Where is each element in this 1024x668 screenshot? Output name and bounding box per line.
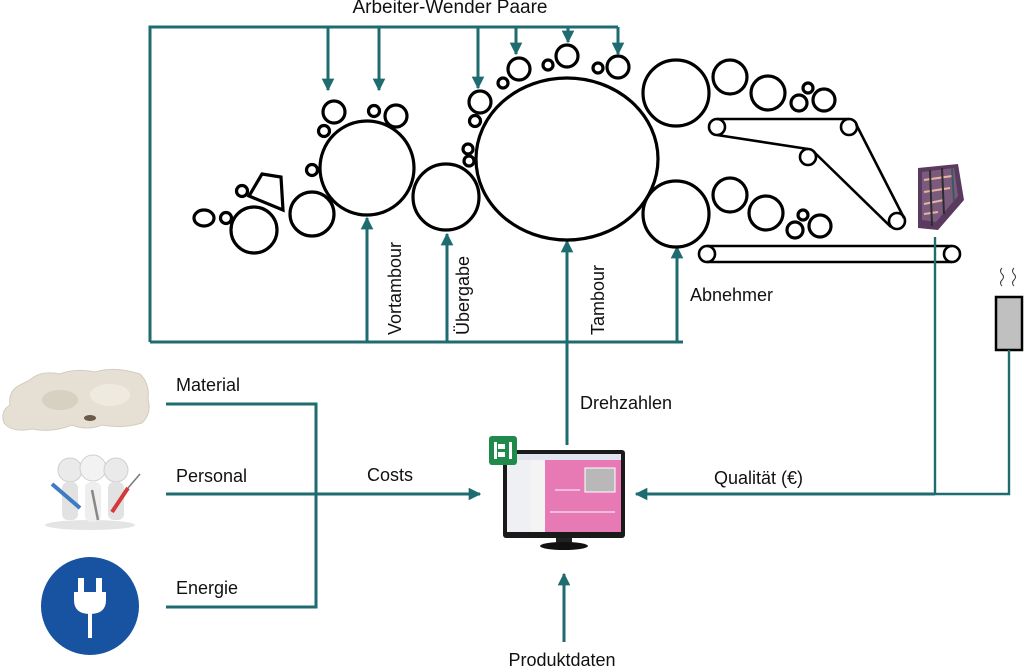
upper-tiny-roll [801,81,815,95]
speed-control-lines [150,216,684,445]
software-logo-icon [489,436,517,465]
lower-tiny-roll [796,208,810,222]
stripper-roll [541,58,555,72]
power-plug-icon [41,557,139,655]
pre-licker-roll [288,190,336,238]
feed-roll-tiny [218,210,234,226]
stripper-roll [461,142,475,156]
lower-small-roll [785,220,805,240]
abnehmer-doffer-roll [641,179,711,249]
label-personal: Personal [176,466,247,486]
stripper-roll [304,162,320,178]
costs-input-lines [166,402,482,609]
stripper-roll [591,61,605,75]
worker-roll [467,89,493,115]
label-energie: Energie [176,578,238,598]
upper-small-roll [811,87,837,113]
label-tambour: Tambour [588,265,608,335]
tambour-main-cylinder [474,76,660,242]
upper-condenser-roll [749,74,787,112]
stripper-roll [496,76,510,90]
worker-roll [321,99,347,125]
label-abnehmer: Abnehmer [690,285,773,305]
diagram-title: Arbeiter-Wender Paare [352,0,547,18]
quality-feedback-lines [634,237,1011,501]
worker-roll [605,54,631,80]
licker-in-roll [229,205,279,255]
stripper-roll [462,154,476,168]
cotton-fiber-icon [2,368,150,431]
stripper-roll [467,113,483,129]
label-costs: Costs [367,465,413,485]
lower-conveyor-belt [697,244,962,264]
computer-monitor-icon [503,450,625,550]
stripper-roll [316,123,332,139]
stripper-roll [366,103,382,119]
workers-with-tools-icon [45,454,141,530]
label-material: Material [176,375,240,395]
transfer-roll [411,162,481,232]
label-qualitaet: Qualität (€) [714,468,803,488]
label-vortambour: Vortambour [385,242,405,335]
lower-condenser-roll [747,194,785,232]
label-uebergabe: Übergabe [453,256,473,335]
worker-stripper-control-lines [148,25,625,342]
upper-doffer-roll [641,58,711,128]
vortambour-cylinder [318,119,416,217]
feed-roll-tiny-2 [234,183,250,199]
feed-roll-small [192,208,216,228]
label-produktdaten: Produktdaten [508,650,615,668]
upper-condenser-roll [711,58,749,96]
fabric-web-icon [918,164,964,230]
feed-plate [246,172,285,213]
carding-machine [192,43,962,264]
label-drehzahlen: Drehzahlen [580,393,672,413]
lower-small-roll [807,213,833,239]
lower-condenser-roll [711,176,749,214]
worker-roll [554,43,580,69]
worker-roll [383,103,409,129]
worker-roll [506,56,532,82]
sensor-icon [994,267,1024,352]
upper-small-roll [789,93,809,113]
upper-conveyor-belt [707,117,907,231]
